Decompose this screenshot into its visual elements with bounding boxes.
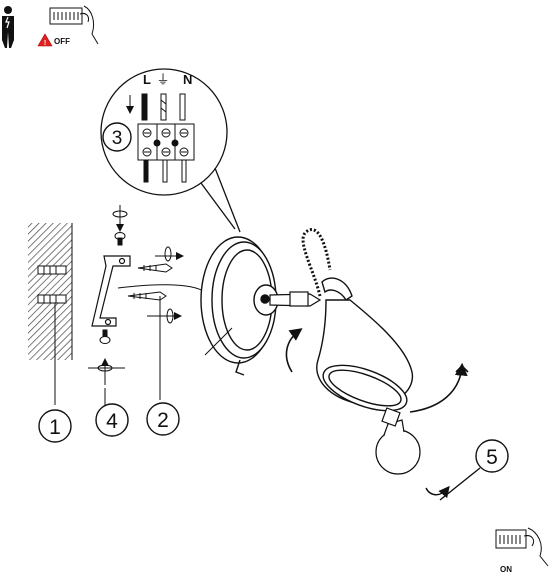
warning-icon: ! [37,33,53,47]
earth-label: ⏚ [156,72,169,87]
lamp-shade [316,277,414,412]
adjust-arrows [285,328,469,413]
step-4-number: 4 [106,410,118,433]
step-1-badge: 1 [38,409,72,443]
step-3-number: 3 [112,128,123,149]
plate-cable [204,327,233,356]
rotate-arrows [88,205,184,385]
wall-plate [200,236,279,376]
power-on-label: ON [500,565,512,574]
wall [28,223,73,360]
fuse-box-off-icon [49,5,99,45]
electrician-icon [2,6,14,48]
svg-text:!: ! [44,40,46,47]
terminal-callout [100,68,241,233]
mounting-bracket [91,255,131,327]
fuse-box-on-icon [495,527,549,567]
step-4-badge: 4 [95,403,129,437]
bulb-arrows [425,467,481,501]
wall-plugs [37,265,67,304]
step-5-badge: 5 [475,439,509,473]
supply-cable [117,284,206,293]
step-2-number: 2 [157,409,169,432]
lamp-arm [269,291,322,307]
wood-screws [127,263,173,301]
bracket-top-screw [114,232,126,246]
flex-cable [301,228,332,297]
step-2-badge: 2 [146,402,180,436]
light-bulb-icon [375,407,421,475]
neutral-label: N [183,72,192,87]
supply-wires [126,93,186,121]
lamp-wires [143,159,187,183]
terminal-block [137,123,195,161]
bracket-bottom-screw [99,329,111,344]
step-5-number: 5 [486,446,498,469]
step-3-badge: 3 [102,122,132,152]
live-label: L [143,72,151,87]
power-off-label: OFF [54,37,70,46]
step-1-number: 1 [49,416,61,439]
